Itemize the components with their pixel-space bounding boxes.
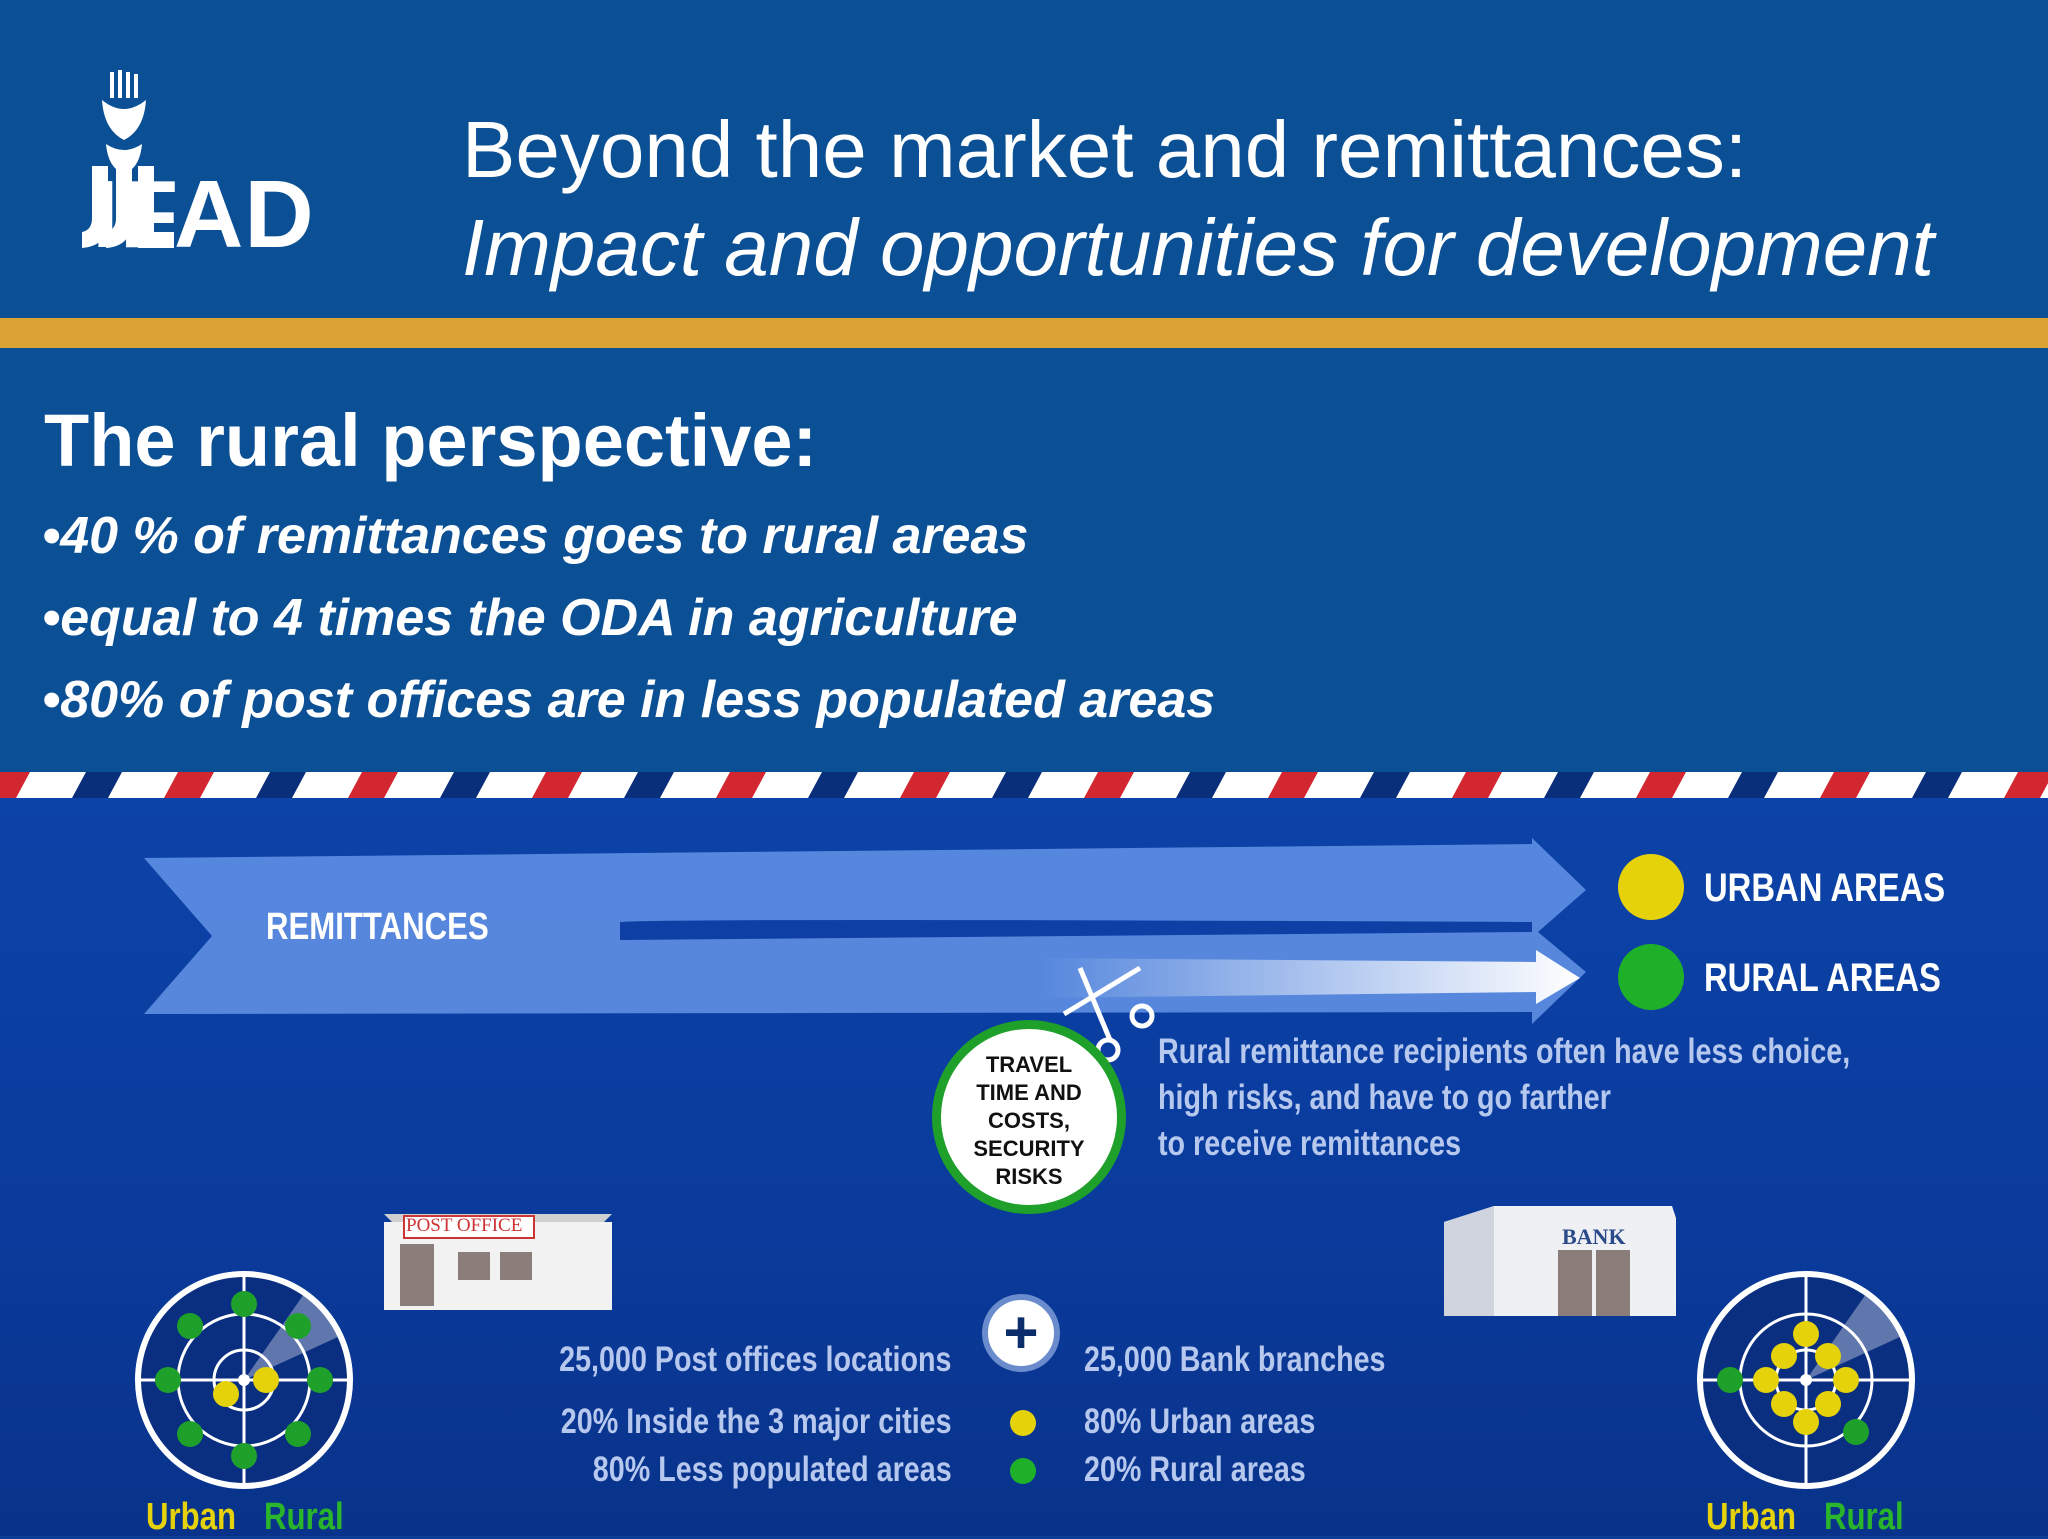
- urban-legend-dot: [1618, 854, 1684, 920]
- radar-dot: [307, 1367, 333, 1393]
- bullet-item: •40 % of remittances goes to rural areas: [42, 507, 1029, 565]
- badge-line: SECURITY: [973, 1136, 1085, 1161]
- bank-rural: 20% Rural areas: [1084, 1450, 1306, 1489]
- perspective-band: [0, 348, 2048, 772]
- post-office-rural: 80% Less populated areas: [593, 1450, 952, 1489]
- radar-dot: [253, 1367, 279, 1393]
- rural-dot-icon: [1010, 1458, 1036, 1484]
- plus-icon: +: [982, 1294, 1060, 1372]
- rural-note-line: high risks, and have to go farther: [1158, 1078, 1611, 1117]
- radar-dot: [177, 1421, 203, 1447]
- radar-left-rural-label: Rural: [264, 1496, 344, 1538]
- rural-arrow: [1040, 950, 1580, 1004]
- badge-line: TIME AND: [976, 1080, 1082, 1105]
- remittances-label: REMITTANCES: [266, 906, 489, 948]
- bank-sign: BANK: [1562, 1224, 1626, 1249]
- radar-dot: [231, 1443, 257, 1469]
- radar-left-icon: [135, 1271, 353, 1489]
- ifad-logo-icon: [82, 70, 174, 248]
- post-office-urban: 20% Inside the 3 major cities: [561, 1402, 952, 1441]
- radar-right-icon: [1697, 1271, 1915, 1489]
- logo-text: IFAD: [92, 161, 315, 268]
- radar-dot: [231, 1291, 257, 1317]
- radar-right-rural-label: Rural: [1824, 1496, 1904, 1538]
- radar-dot: [1815, 1391, 1841, 1417]
- radar-dot: [155, 1367, 181, 1393]
- gold-divider: [0, 318, 2048, 348]
- radar-dot: [1843, 1419, 1869, 1445]
- radar-dot: [1771, 1391, 1797, 1417]
- rural-legend-dot: [1618, 944, 1684, 1010]
- bullet-item: •equal to 4 times the ODA in agriculture: [42, 589, 1018, 647]
- radar-dot: [285, 1313, 311, 1339]
- radar-dot: [213, 1381, 239, 1407]
- page-subtitle: Impact and opportunities for development: [462, 203, 1934, 292]
- badge-line: COSTS,: [988, 1108, 1070, 1133]
- radar-dot: [1753, 1367, 1779, 1393]
- post-office-sign: POST OFFICE: [406, 1215, 523, 1236]
- rural-note-line: Rural remittance recipients often have l…: [1158, 1032, 1851, 1071]
- radar-dot: [1793, 1321, 1819, 1347]
- post-office-count: 25,000 Post offices locations: [559, 1340, 952, 1379]
- airmail-stripe: [0, 772, 2048, 798]
- radar-dot: [1833, 1367, 1859, 1393]
- upper-branch: [620, 920, 1532, 940]
- bank-building-icon: [1444, 1206, 1676, 1316]
- urban-dot-icon: [1010, 1410, 1036, 1436]
- radar-right-urban-label: Urban: [1706, 1496, 1797, 1538]
- badge-line: RISKS: [995, 1164, 1063, 1189]
- travel-risks-badge: TRAVEL TIME AND COSTS, SECURITY RISKS: [932, 1020, 1126, 1214]
- post-office-building-icon: [384, 1214, 612, 1310]
- urban-areas-label: URBAN AREAS: [1704, 866, 1946, 910]
- badge-line: TRAVEL: [985, 1052, 1073, 1077]
- bank-count: 25,000 Bank branches: [1084, 1340, 1386, 1379]
- page-title: Beyond the market and remittances:: [462, 105, 1748, 194]
- section-title: The rural perspective:: [44, 399, 818, 482]
- scissors-icon: [1062, 965, 1155, 1063]
- radar-dot: [1793, 1409, 1819, 1435]
- radar-dot: [177, 1313, 203, 1339]
- radar-dot: [285, 1421, 311, 1447]
- bullet-item: •80% of post offices are in less populat…: [42, 671, 1216, 729]
- rural-areas-label: RURAL AREAS: [1704, 956, 1941, 1000]
- bank-urban: 80% Urban areas: [1084, 1402, 1316, 1441]
- radar-dot: [1717, 1367, 1743, 1393]
- radar-dot: [1815, 1343, 1841, 1369]
- radar-left-urban-label: Urban: [146, 1496, 237, 1538]
- rural-note-line: to receive remittances: [1158, 1124, 1462, 1163]
- header-band: [0, 0, 2048, 318]
- radar-dot: [1771, 1343, 1797, 1369]
